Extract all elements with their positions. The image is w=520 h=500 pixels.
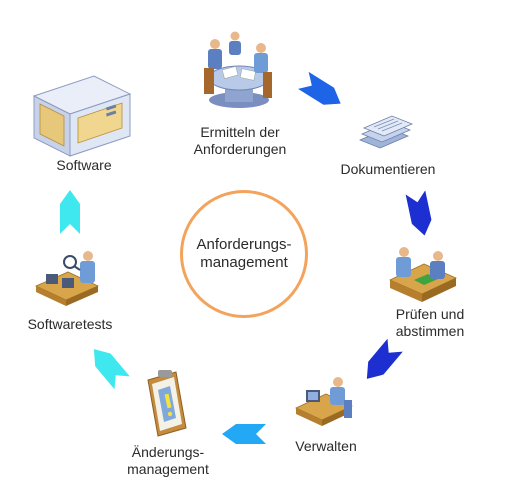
step-label-dokumentieren: Dokumentieren xyxy=(340,161,436,177)
arrow-verwalten-to-aenderung xyxy=(222,424,266,444)
center-circle xyxy=(180,190,308,318)
step-label-tests: Softwaretests xyxy=(27,316,113,332)
step-label-pruefen: Prüfen und abstimmen xyxy=(395,306,465,339)
meeting-icon xyxy=(204,31,272,108)
arrow-dokumentieren-to-pruefen xyxy=(405,190,432,236)
step-label-verwalten: Verwalten xyxy=(295,438,357,454)
workstation-icon xyxy=(295,377,353,426)
clipboard-icon xyxy=(147,370,187,437)
software-box-icon xyxy=(32,75,132,157)
arrow-tests-to-software xyxy=(60,190,80,234)
arrow-ermitteln-to-dokumentieren xyxy=(298,71,341,105)
step-label-aenderung: Änderungs- management xyxy=(127,444,209,477)
documents-icon xyxy=(358,115,414,149)
step-label-ermitteln: Ermitteln der Anforderungen xyxy=(193,124,287,157)
arrow-aenderung-to-tests xyxy=(93,349,130,390)
review-icon xyxy=(389,247,457,302)
testing-icon xyxy=(35,251,99,306)
center-label: Anforderungs- management xyxy=(196,236,292,271)
arrow-pruefen-to-verwalten xyxy=(366,338,403,379)
step-label-software: Software xyxy=(56,157,112,173)
